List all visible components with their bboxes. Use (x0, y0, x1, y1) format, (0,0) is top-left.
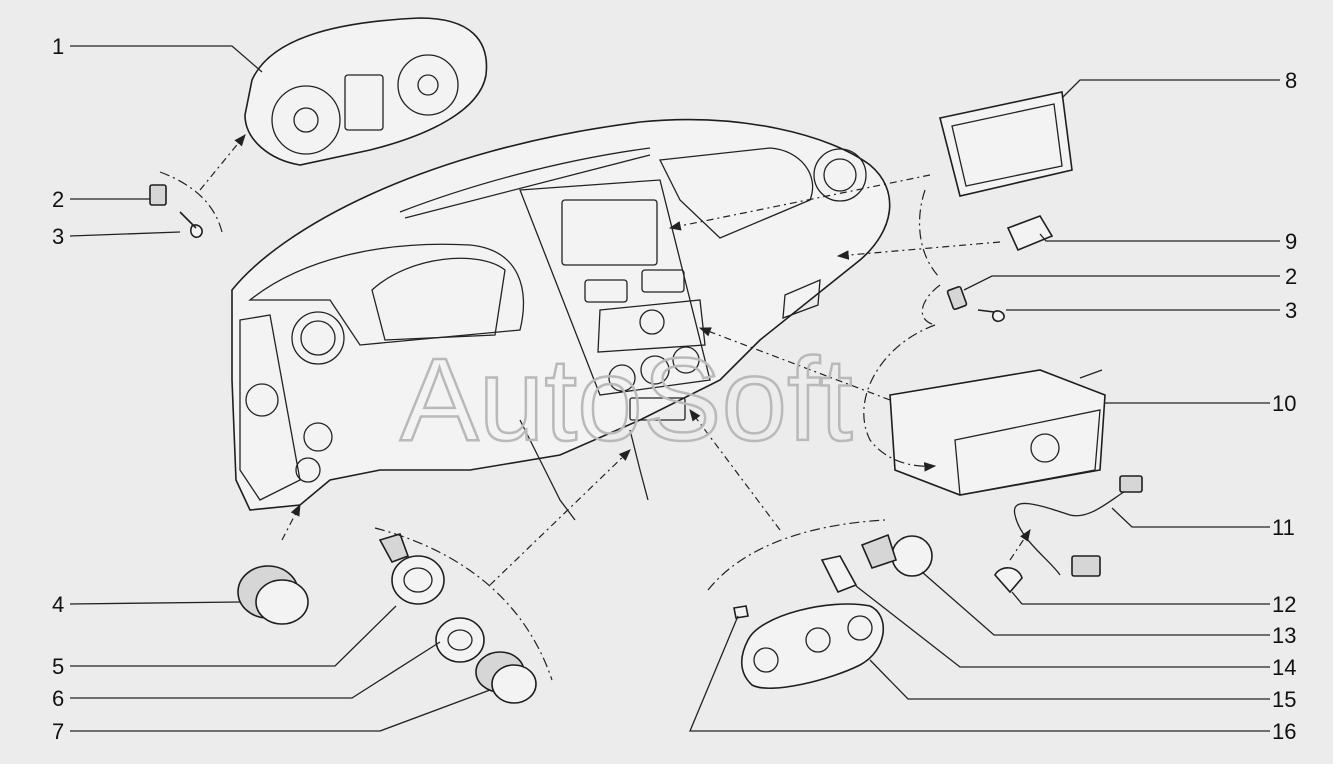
harness-connector-b (1071, 555, 1101, 577)
screw-part-3-left (179, 211, 203, 239)
callout-13: 13 (1272, 623, 1296, 648)
callout-15: 15 (1272, 687, 1296, 712)
callout-2-left: 2 (52, 187, 64, 212)
callout-10: 10 (1272, 391, 1296, 416)
leader-lines (69, 45, 1280, 732)
switch-part-4 (237, 565, 309, 625)
callout-14: 14 (1272, 655, 1296, 680)
callout-labels: 1 2 3 4 5 6 7 8 9 2 3 10 11 12 13 14 15 … (52, 34, 1297, 744)
dashed-routing-lines (159, 134, 1031, 681)
harness-connector-a (1119, 475, 1143, 493)
switch-part-13 (860, 533, 933, 577)
clip-part-2-right (946, 285, 968, 311)
head-unit (889, 369, 1106, 496)
screw-part-16 (733, 605, 749, 619)
callout-7: 7 (52, 719, 64, 744)
instrument-cluster (244, 17, 488, 166)
wiring-harness (1013, 487, 1131, 576)
callout-5: 5 (52, 654, 64, 679)
control-panel-part-15 (740, 603, 884, 689)
callout-8: 8 (1285, 68, 1297, 93)
callout-2-right: 2 (1285, 264, 1297, 289)
switch-part-9 (1006, 215, 1054, 252)
display-unit (939, 91, 1073, 197)
callout-11: 11 (1272, 515, 1295, 540)
clip-part-2-left (149, 184, 167, 206)
callout-16: 16 (1272, 719, 1296, 744)
sensor-part-14 (820, 555, 858, 594)
callout-9: 9 (1285, 229, 1297, 254)
lighter-part-5 (378, 533, 445, 605)
socket-part-6 (435, 617, 485, 663)
watermark: AutoSoft (400, 334, 853, 466)
callout-3-left: 3 (52, 224, 64, 249)
callout-4: 4 (52, 592, 64, 617)
cap-part-7 (475, 651, 537, 704)
clip-part-12 (994, 567, 1023, 594)
screw-part-3-right (977, 309, 1005, 323)
callout-6: 6 (52, 686, 64, 711)
callout-1: 1 (52, 34, 64, 59)
callout-12: 12 (1272, 592, 1296, 617)
callout-3-right: 3 (1285, 298, 1297, 323)
